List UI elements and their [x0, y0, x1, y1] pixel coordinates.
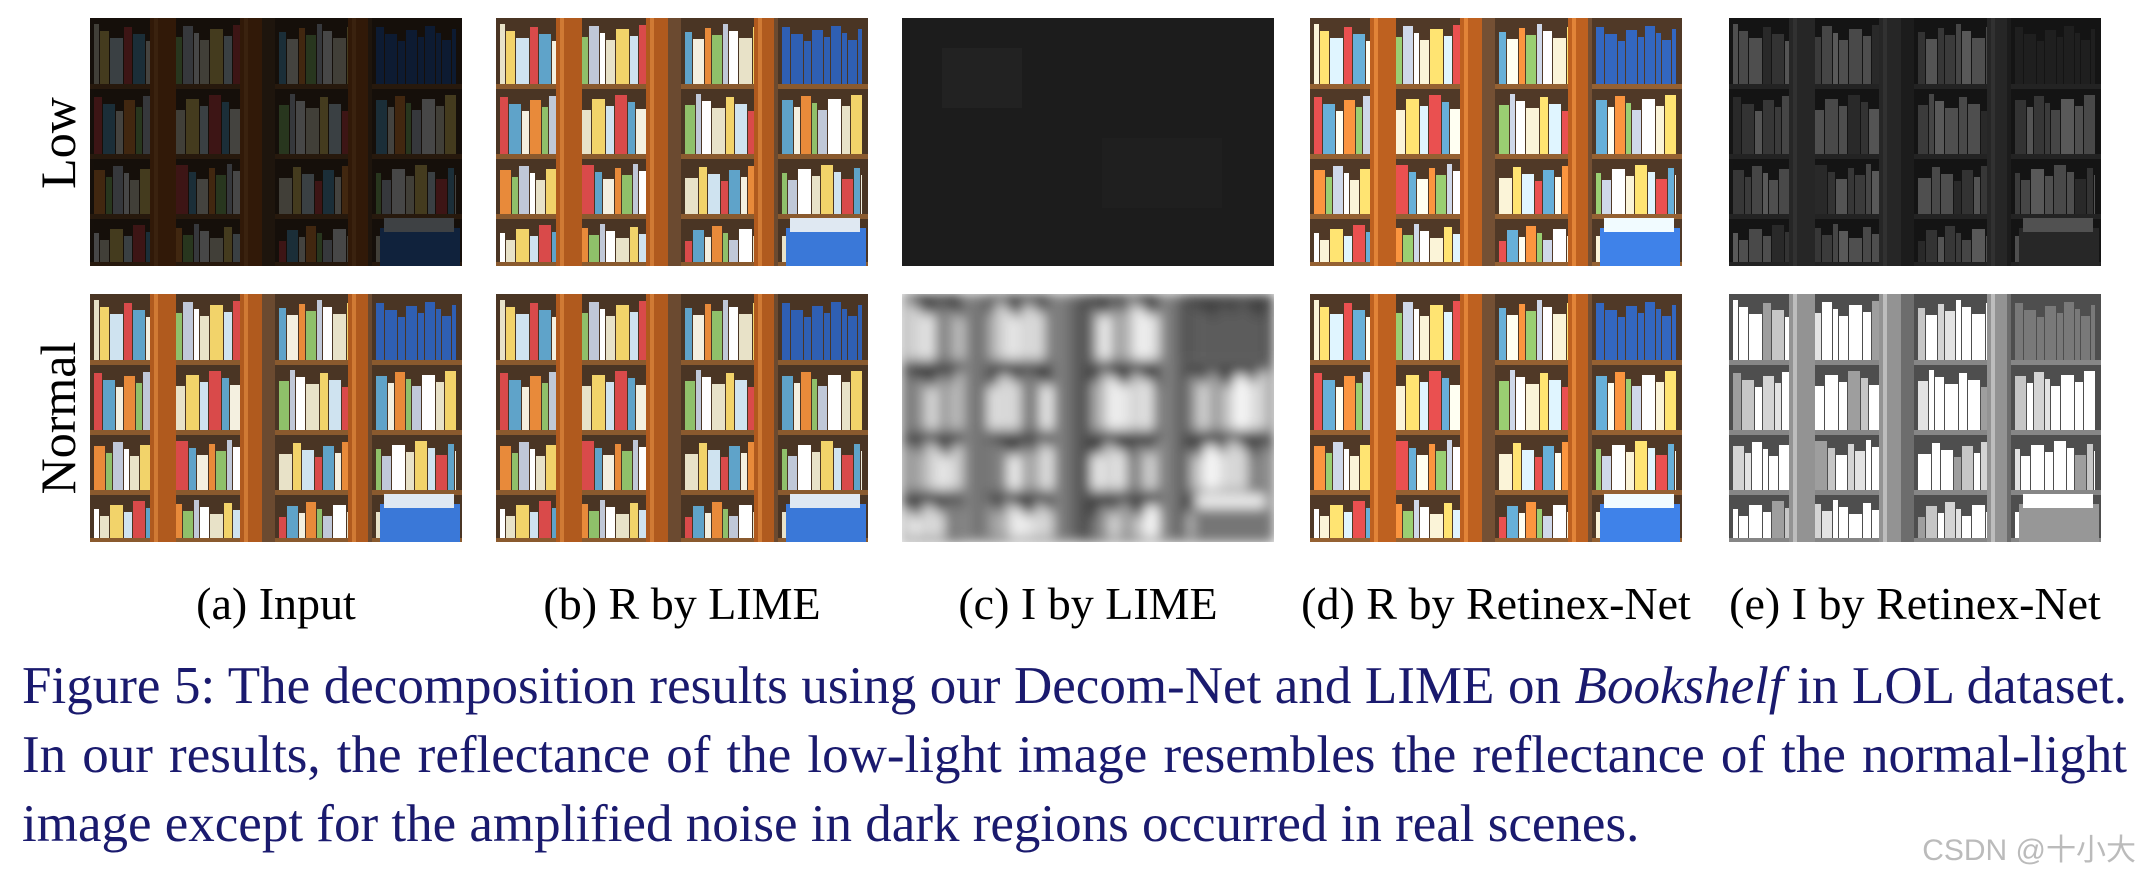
panel-normal-i-lime: [902, 294, 1274, 542]
row-label-normal: Normal: [30, 341, 86, 495]
panel-normal-r-lime: [496, 294, 868, 542]
caption-emphasis: Bookshelf: [1574, 657, 1784, 715]
panel-normal-i-retinex: [1729, 294, 2101, 542]
subcaption-e: (e) I by Retinex-Net: [1729, 578, 2101, 629]
panel-normal-r-retinex: [1310, 294, 1682, 542]
caption-prefix: Figure 5: The decomposition results usin…: [22, 657, 1575, 715]
subcaption-c: (c) I by LIME: [958, 578, 1218, 629]
subcaption-b: (b) R by LIME: [543, 578, 821, 629]
panel-low-r-lime: [496, 18, 868, 266]
subcaption-a: (a) Input: [196, 578, 356, 629]
panel-low-r-retinex: [1310, 18, 1682, 266]
panel-normal-input: [90, 294, 462, 542]
caption-suffix: in LOL dataset. In our results, the refl…: [22, 657, 2127, 853]
panel-low-input: [90, 18, 462, 266]
figure-caption: Figure 5: The decomposition results usin…: [22, 652, 2127, 859]
watermark: CSDN @十小大: [1922, 834, 2136, 867]
row-label-low: Low: [30, 97, 86, 189]
subcaption-d: (d) R by Retinex-Net: [1301, 578, 1691, 629]
panel-low-i-lime: [902, 18, 1274, 266]
panel-low-i-retinex: [1729, 18, 2101, 266]
